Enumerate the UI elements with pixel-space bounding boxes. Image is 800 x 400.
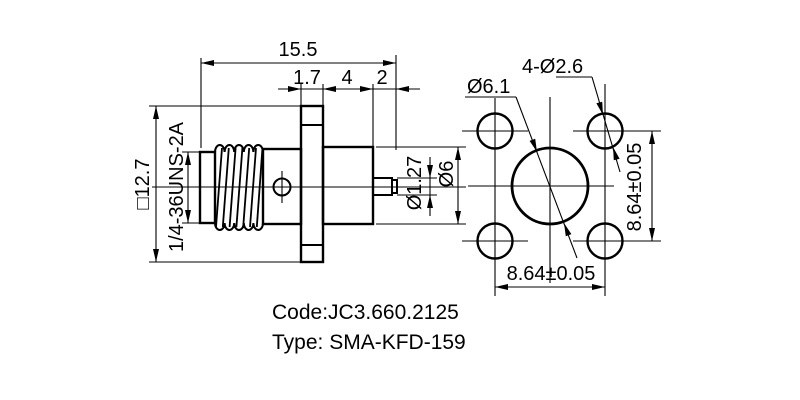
- dim-arrow: [592, 284, 605, 290]
- leader-arrow: [529, 138, 537, 152]
- dim-arrow: [455, 147, 461, 160]
- dim-arrow: [185, 210, 191, 223]
- dim-text-thread-spec: 1/4-36UNS-2A: [166, 121, 188, 252]
- dim-text-total-length: 15.5: [279, 39, 318, 61]
- dim-arrow: [185, 152, 191, 165]
- dim-text-body-diameter: Ø6: [436, 161, 458, 188]
- thread-crests-top: [214, 144, 264, 153]
- front-view: Ø6.1 4-Ø2.6 8.64±0.05 8.64±0.05: [462, 56, 661, 296]
- dim-arrow: [396, 86, 409, 92]
- code-label: Code:JC3.660.2125: [272, 301, 459, 324]
- dim-arrow: [427, 165, 433, 178]
- thread-hatch: [215, 147, 264, 228]
- thread-hatch-line: [255, 148, 264, 228]
- dim-text-hole-spacing-vertical: 8.64±0.05: [624, 143, 646, 232]
- type-label: Type: SMA-KFD-159: [272, 331, 466, 354]
- side-view-dimensions: 15.5 1.7 4 2 □12.7 1/4-36UNS-2A Ø1.27: [132, 39, 466, 263]
- dim-arrow: [360, 86, 373, 92]
- dim-text-center-hole: Ø6.1: [467, 76, 510, 98]
- title-block: Code:JC3.660.2125 Type: SMA-KFD-159: [272, 301, 466, 354]
- leader-arrow: [613, 147, 620, 161]
- dim-arrow: [383, 60, 396, 66]
- dim-text-square-flange: □12.7: [132, 158, 154, 209]
- thread-hatch-line: [228, 147, 237, 228]
- dim-arrow: [495, 284, 508, 290]
- leader-arrow: [596, 101, 603, 115]
- dim-arrow: [649, 131, 655, 144]
- center-hole: [510, 146, 590, 226]
- dim-text-hole-spacing-horizontal: 8.64±0.05: [507, 263, 596, 285]
- thread-hatch-line: [221, 147, 230, 228]
- dim-arrow: [455, 211, 461, 224]
- thread-hatch-line: [235, 147, 244, 228]
- thread-hatch-line: [215, 147, 223, 228]
- pin-tip-outline: [391, 179, 398, 194]
- dim-arrow: [649, 228, 655, 241]
- dim-text-rear-body-length: 4: [341, 67, 352, 89]
- leader-arrow: [564, 223, 572, 237]
- dim-arrow: [288, 86, 301, 92]
- dim-arrow: [427, 195, 433, 208]
- flange-outline: [299, 104, 325, 264]
- front-cap-outline: [198, 150, 217, 225]
- side-view: [152, 104, 466, 264]
- dim-arrow: [153, 106, 159, 119]
- rear-body-outline: [321, 145, 375, 226]
- dim-arrow: [323, 86, 336, 92]
- dim-text-mounting-holes: 4-Ø2.6: [522, 56, 583, 78]
- thread-hatch-line: [249, 147, 257, 228]
- mounting-hole: [476, 222, 514, 260]
- thread-hatch-line: [242, 147, 251, 228]
- dim-text-pin-diameter: Ø1.27: [404, 156, 426, 210]
- mounting-hole: [476, 112, 514, 150]
- thread-crests-bottom: [214, 222, 264, 231]
- dim-text-flange-thickness: 1.7: [293, 67, 321, 89]
- dim-arrow: [153, 249, 159, 262]
- dim-arrow: [201, 60, 214, 66]
- dim-text-pin-length: 2: [376, 67, 387, 89]
